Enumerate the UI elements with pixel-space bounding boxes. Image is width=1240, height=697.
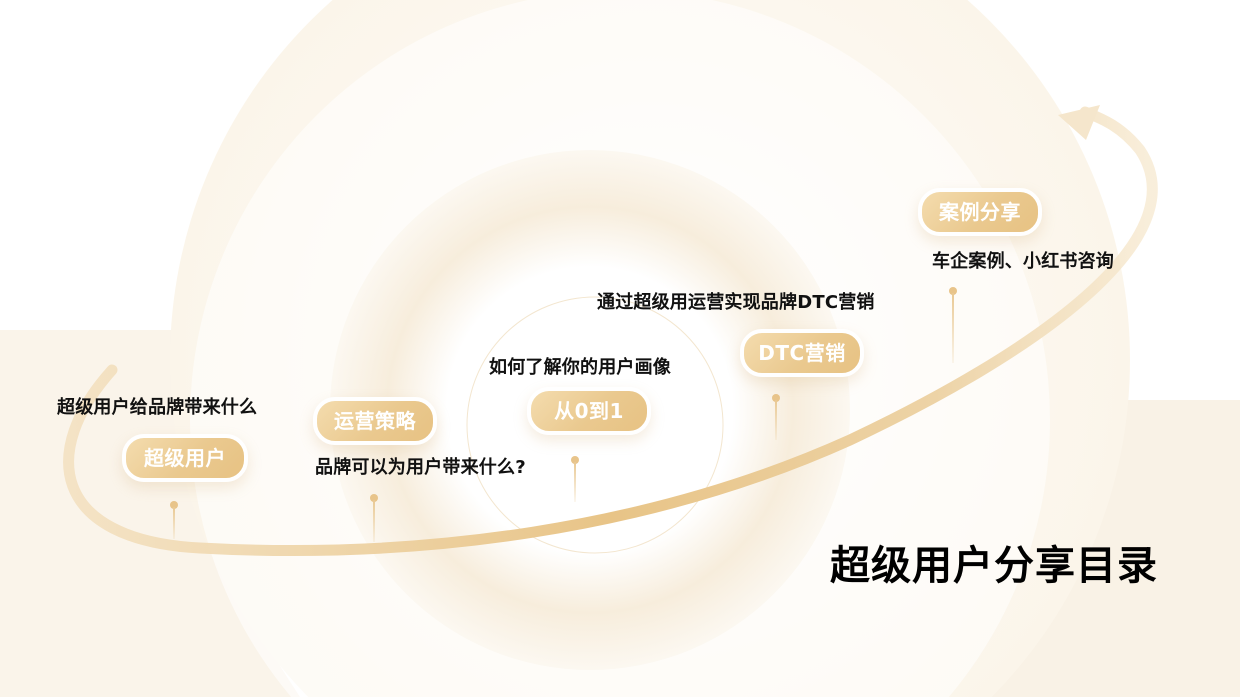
section-3-pill[interactable]: 从0到1 — [527, 387, 651, 435]
pin-line-5 — [952, 293, 954, 363]
pin-dot-5 — [949, 287, 957, 295]
section-1-pill[interactable]: 超级用户 — [122, 434, 248, 482]
section-4-caption: 通过超级用运营实现品牌DTC营销 — [597, 292, 875, 313]
pin-line-4 — [775, 400, 777, 440]
section-5-pill[interactable]: 案例分享 — [918, 188, 1042, 236]
pin-dot-1 — [170, 501, 178, 509]
section-3-caption: 如何了解你的用户画像 — [489, 357, 671, 378]
section-2-pill[interactable]: 运营策略 — [313, 397, 437, 445]
pin-line-3 — [574, 462, 576, 502]
pin-dot-3 — [571, 456, 579, 464]
section-4-pill[interactable]: DTC营销 — [740, 329, 864, 377]
section-2-caption: 品牌可以为用户带来什么? — [315, 457, 526, 478]
section-5-caption: 车企案例、小红书咨询 — [932, 251, 1114, 272]
section-1-caption: 超级用户给品牌带来什么 — [57, 397, 258, 418]
pin-line-2 — [373, 500, 375, 542]
pin-line-1 — [173, 507, 175, 539]
page-title: 超级用户分享目录 — [830, 543, 1158, 589]
pin-dot-2 — [370, 494, 378, 502]
pin-dot-4 — [772, 394, 780, 402]
curved-arrow-icon — [1058, 105, 1100, 140]
